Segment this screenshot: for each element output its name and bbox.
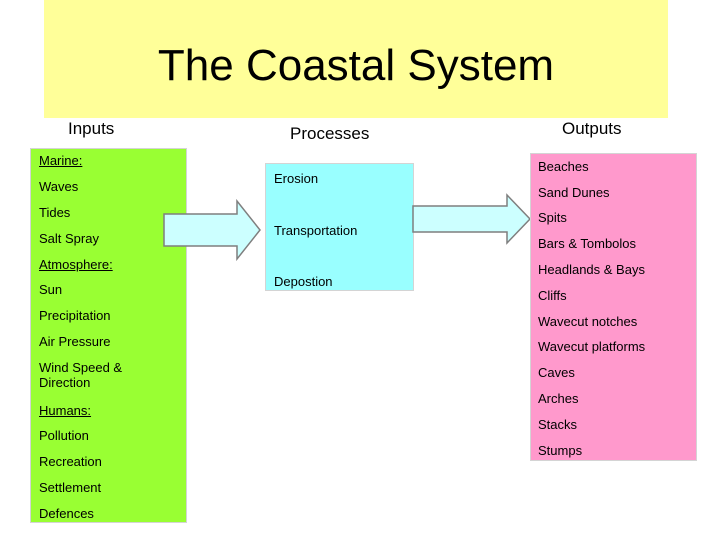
inputs-box: Marine: Waves Tides Salt Spray Atmospher… (30, 148, 187, 523)
input-item: Tides (39, 205, 71, 220)
output-item: Cliffs (538, 288, 567, 303)
input-category-atmosphere: Atmosphere: (39, 257, 113, 272)
inputs-heading: Inputs (68, 119, 115, 138)
input-item: Waves (39, 179, 79, 194)
output-item: Arches (538, 391, 579, 406)
output-item: Beaches (538, 159, 589, 174)
input-category-marine: Marine: (39, 153, 83, 168)
output-item: Bars & Tombolos (538, 236, 637, 251)
input-item: Wind Speed & Direction (39, 360, 123, 390)
input-item: Settlement (39, 480, 102, 495)
diagram-title: The Coastal System (157, 41, 555, 90)
input-category-humans: Humans: (39, 403, 92, 418)
process-item: Transportation (274, 223, 358, 238)
title-band: The Coastal System (44, 0, 668, 118)
processes-heading: Processes (290, 124, 370, 143)
output-item: Wavecut notches (538, 314, 638, 329)
processes-box: Erosion Transportation Depostion (265, 163, 414, 291)
process-item: Erosion (274, 171, 319, 186)
input-item: Sun (39, 282, 63, 297)
input-item: Precipitation (39, 308, 111, 323)
arrow-inputs-to-processes (163, 198, 261, 262)
output-item: Stacks (538, 417, 578, 432)
outputs-heading: Outputs (562, 119, 622, 138)
output-item: Sand Dunes (538, 185, 610, 200)
input-item: Defences (39, 506, 94, 521)
process-item: Depostion (274, 274, 333, 289)
output-item: Caves (538, 365, 575, 380)
outputs-box: Beaches Sand Dunes Spits Bars & Tombolos… (530, 153, 697, 461)
output-item: Headlands & Bays (538, 262, 645, 277)
output-item: Stumps (538, 443, 583, 458)
input-item: Salt Spray (39, 231, 99, 246)
input-item: Recreation (39, 454, 102, 469)
input-item: Pollution (39, 428, 89, 443)
output-item: Spits (538, 210, 567, 225)
arrow-processes-to-outputs (412, 193, 532, 245)
input-item: Air Pressure (39, 334, 111, 349)
output-item: Wavecut platforms (538, 339, 646, 354)
